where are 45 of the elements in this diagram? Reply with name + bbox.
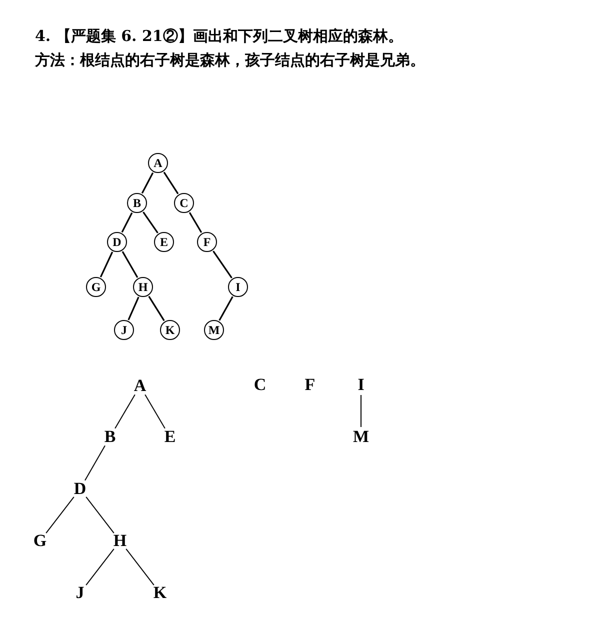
tree-node-letter: C [252, 376, 268, 394]
tree-node-letter: I [353, 376, 369, 394]
tree-edge [84, 445, 106, 481]
tree-edge [128, 296, 140, 320]
tree-node-circle: J [114, 320, 134, 340]
tree-edge [148, 296, 165, 322]
tree-node-letter: E [162, 428, 178, 446]
tree-edge [188, 212, 202, 233]
tree-node-circle: H [133, 277, 153, 297]
tree-edge [141, 172, 154, 194]
tree-node-circle: E [154, 232, 174, 252]
tree-edge [46, 496, 74, 534]
tree-edge [114, 394, 136, 429]
tree-node-letter: G [32, 532, 48, 550]
tree-edge [360, 394, 362, 428]
tree-edge [100, 252, 114, 278]
tree-node-circle: M [204, 320, 224, 340]
tree-node-circle: G [86, 277, 106, 297]
tree-edge [122, 251, 138, 278]
tree-edge [212, 250, 232, 278]
tree-node-circle: F [197, 232, 217, 252]
tree-node-letter: M [353, 428, 369, 446]
tree-edge [86, 496, 114, 534]
tree-node-letter: F [302, 376, 318, 394]
tree-edge [144, 394, 166, 429]
tree-edge [163, 172, 179, 194]
tree-edge [86, 548, 114, 586]
tree-edge [218, 296, 234, 321]
tree-node-letter: J [72, 584, 88, 602]
tree-node-circle: I [228, 277, 248, 297]
tree-node-circle: B [127, 193, 147, 213]
tree-node-circle: A [148, 153, 168, 173]
method-note: 方法：根结点的右子树是森林，孩子结点的右子树是兄弟。 [35, 51, 425, 70]
tree-node-letter: D [72, 480, 88, 498]
tree-node-letter: H [112, 532, 128, 550]
tree-node-circle: D [107, 232, 127, 252]
tree-node-circle: K [160, 320, 180, 340]
tree-edge [121, 212, 133, 233]
tree-edge [126, 548, 154, 586]
tree-edge [142, 212, 158, 234]
tree-node-circle: C [174, 193, 194, 213]
tree-node-letter: B [102, 428, 118, 446]
tree-node-letter: A [132, 377, 148, 395]
tree-node-letter: K [152, 584, 168, 602]
title: 4. 【严题集 6. 21②】画出和下列二叉树相应的森林。 [35, 27, 403, 46]
